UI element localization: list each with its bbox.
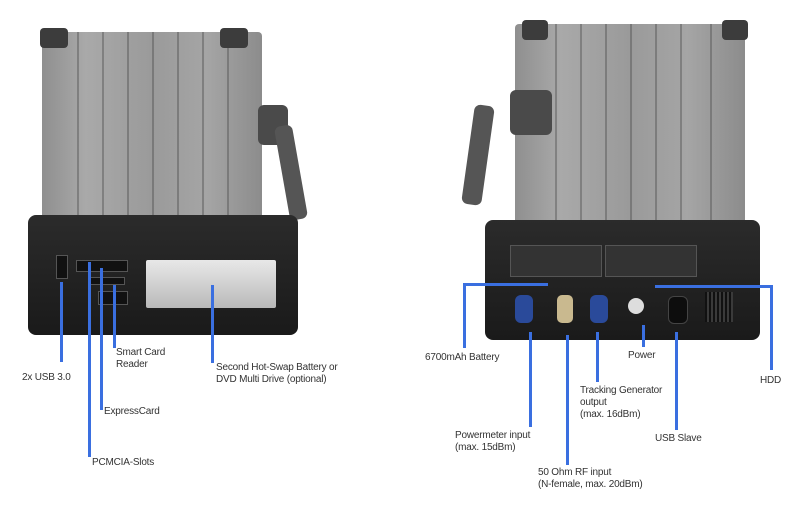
leader-usb (60, 282, 63, 362)
right-laptop-image (450, 10, 780, 340)
leader-pcmcia (88, 262, 91, 457)
label-tracking-generator: Tracking Generator output (max. 16dBm) (580, 385, 663, 420)
leader-expresscard (100, 268, 103, 410)
left-laptop-lid (42, 32, 262, 232)
leader-power (642, 325, 645, 347)
label-power: Power (628, 350, 656, 361)
battery-bay (510, 245, 602, 277)
label-rf-input: 50 Ohm RF input (N-female, max. 20dBm) (538, 467, 643, 490)
leader-battery (463, 283, 548, 286)
leader-tracking (596, 332, 599, 382)
label-battery: 6700mAh Battery (425, 352, 500, 363)
right-laptop-lid (515, 24, 745, 224)
leader-hotswap (211, 285, 214, 363)
power-connector (628, 298, 644, 314)
usb-slave-connector (668, 296, 688, 324)
label-hotswap: Second Hot-Swap Battery or DVD Multi Dri… (216, 362, 338, 385)
left-laptop-image (20, 10, 320, 340)
label-powermeter: Powermeter input (max. 15dBm) (455, 430, 531, 453)
left-laptop-base (28, 215, 298, 335)
label-usb: 2x USB 3.0 (22, 372, 71, 383)
right-carry-handle (510, 90, 552, 135)
rf-input-connector (557, 295, 573, 323)
vent-grille (705, 292, 733, 322)
leader-hdd-v (770, 285, 773, 370)
leader-battery-v (463, 283, 466, 348)
leader-hdd (655, 285, 771, 288)
right-laptop-base (485, 220, 760, 340)
label-usb-slave: USB Slave (655, 433, 702, 444)
leader-smartcard (113, 285, 116, 348)
leader-rf-input (566, 335, 569, 465)
label-expresscard: ExpressCard (104, 406, 160, 417)
label-hdd: HDD (760, 375, 782, 386)
leader-usb-slave (675, 332, 678, 430)
powermeter-connector (515, 295, 533, 323)
hdd-bay (605, 245, 697, 277)
label-smart-card: Smart Card Reader (116, 347, 166, 370)
leader-powermeter (529, 332, 532, 427)
usb-ports (56, 255, 68, 279)
smart-card-slot (88, 277, 125, 285)
label-pcmcia: PCMCIA-Slots (92, 457, 155, 468)
tracking-generator-connector (590, 295, 608, 323)
